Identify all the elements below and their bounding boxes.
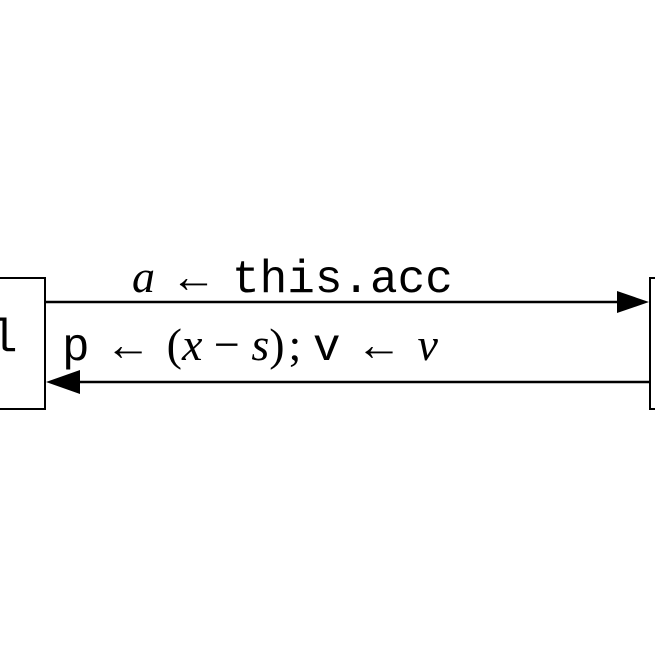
assign-arrow-2: ← bbox=[355, 319, 402, 370]
var-p: p bbox=[62, 322, 90, 374]
top-edge-arrow bbox=[45, 291, 649, 313]
var-a: a bbox=[132, 251, 155, 302]
this-acc: this.acc bbox=[232, 254, 453, 306]
close-paren: ) bbox=[269, 319, 285, 370]
bottom-edge-label: p ← (x − s); v ← v bbox=[62, 319, 438, 374]
var-v-mono: v bbox=[312, 322, 341, 374]
assign-arrow-1: ← bbox=[105, 319, 152, 370]
left-node-label: l bbox=[0, 313, 18, 365]
var-x: x bbox=[181, 319, 203, 370]
left-node: l bbox=[0, 277, 46, 410]
bottom-edge-arrow bbox=[46, 370, 650, 394]
arrowhead-left-icon bbox=[46, 370, 80, 394]
var-v-math: v bbox=[417, 319, 438, 370]
open-paren: ( bbox=[166, 319, 182, 370]
assign-arrow: ← bbox=[170, 251, 217, 302]
top-edge-label: a ← this.acc bbox=[132, 251, 453, 306]
semicolon: ; bbox=[288, 319, 302, 370]
arrowhead-right-icon bbox=[617, 291, 649, 313]
var-s: s bbox=[251, 319, 270, 370]
minus: − bbox=[213, 319, 240, 370]
right-node bbox=[649, 277, 655, 410]
